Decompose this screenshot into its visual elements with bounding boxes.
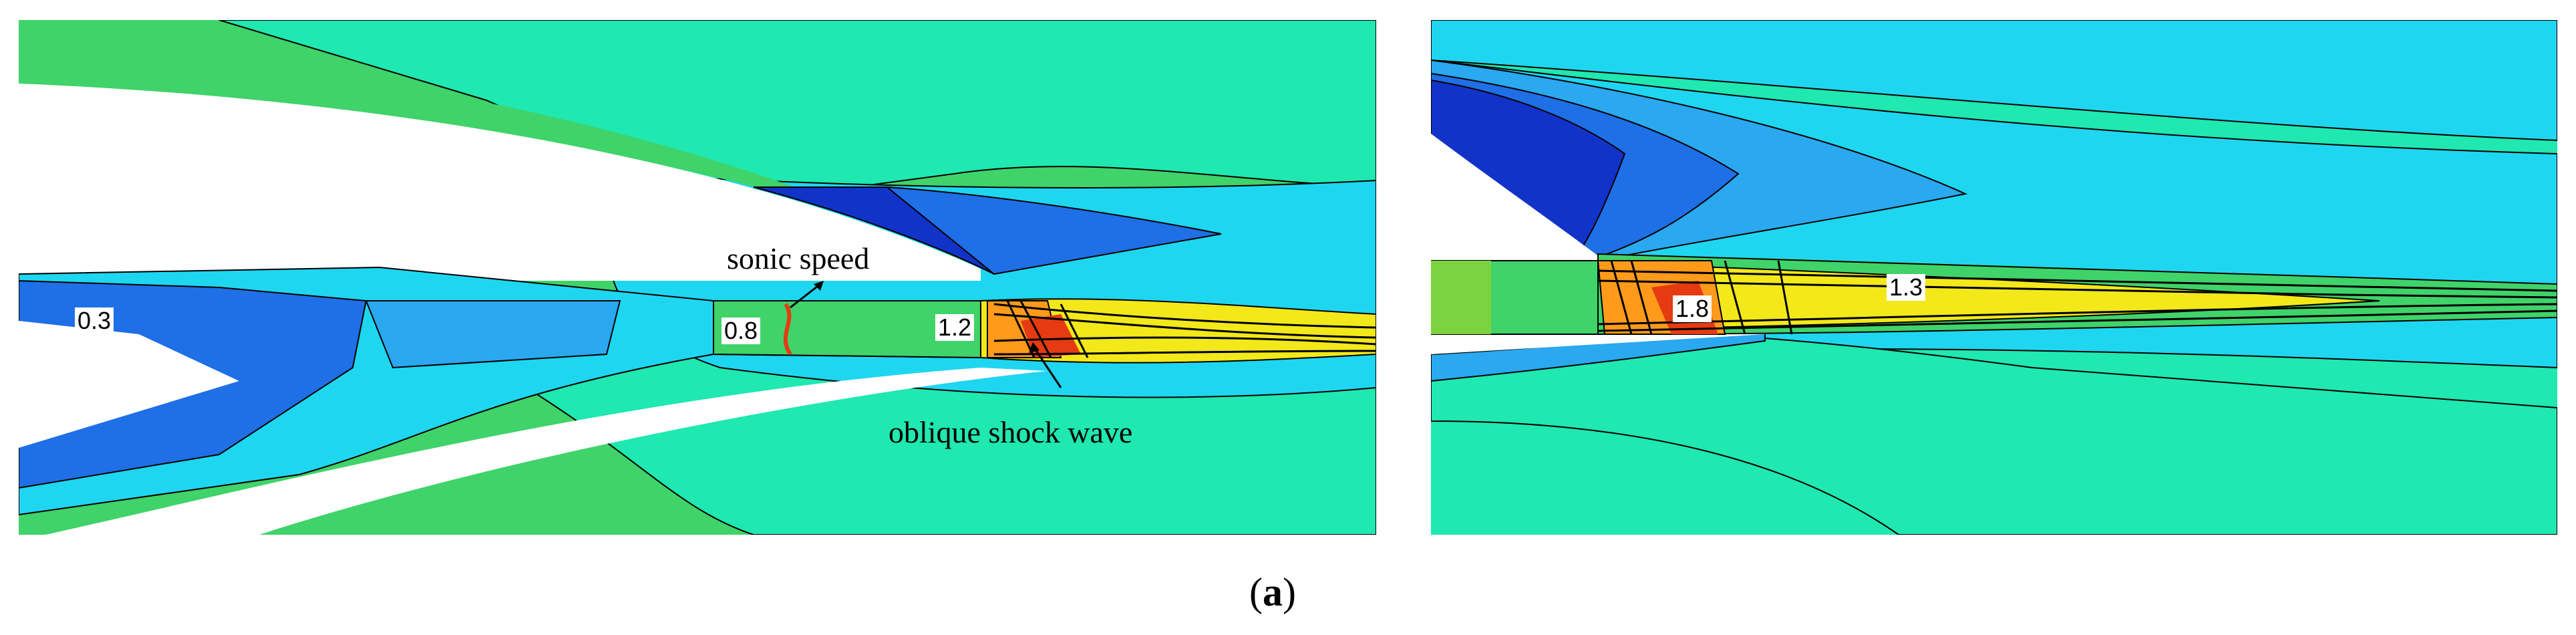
upper-wall-white <box>1431 134 1605 261</box>
inner-wedge-white <box>19 321 239 448</box>
contour-label-0-3: 0.3 <box>75 307 114 334</box>
oblique-shock-annotation: oblique shock wave <box>889 415 1133 449</box>
sonic-speed-annotation: sonic speed <box>727 241 870 275</box>
caption-letter: a <box>1262 570 1283 614</box>
shock-arrowhead <box>1029 342 1039 353</box>
upper-wall-band <box>19 20 981 271</box>
sonic-line <box>783 303 792 356</box>
contour-label-0-8: 0.8 <box>721 318 761 344</box>
green-jet-edge <box>1431 261 1491 334</box>
right-contour-panel: 1.8 1.3 <box>1431 20 2557 535</box>
contour-label-1-3: 1.3 <box>1887 274 1926 301</box>
contour-lines <box>1597 260 2557 335</box>
right-contour-plot <box>1431 20 2557 535</box>
upper-nozzle-body <box>19 84 981 281</box>
shock-arrow <box>1033 347 1062 388</box>
light-blue-duct-region <box>365 300 621 369</box>
left-contour-plot <box>19 20 1376 535</box>
sonic-arrow <box>790 283 821 309</box>
cyan-top-band <box>1431 20 2557 142</box>
contour-label-1-8: 1.8 <box>1673 295 1712 322</box>
blue-upper-region <box>884 186 1222 275</box>
contour-label-1-2: 1.2 <box>935 314 975 341</box>
lower-nozzle-body <box>45 368 1048 535</box>
figure-caption: (a) <box>1249 570 1296 614</box>
contour-lines <box>993 300 1376 358</box>
yellow-jet-core <box>980 298 1376 364</box>
dark-blue-upper-region <box>1431 79 1626 255</box>
left-contour-panel: 0.3 0.8 1.2 sonic speed oblique shock wa… <box>19 20 1376 535</box>
sonic-arrowhead <box>814 281 824 291</box>
